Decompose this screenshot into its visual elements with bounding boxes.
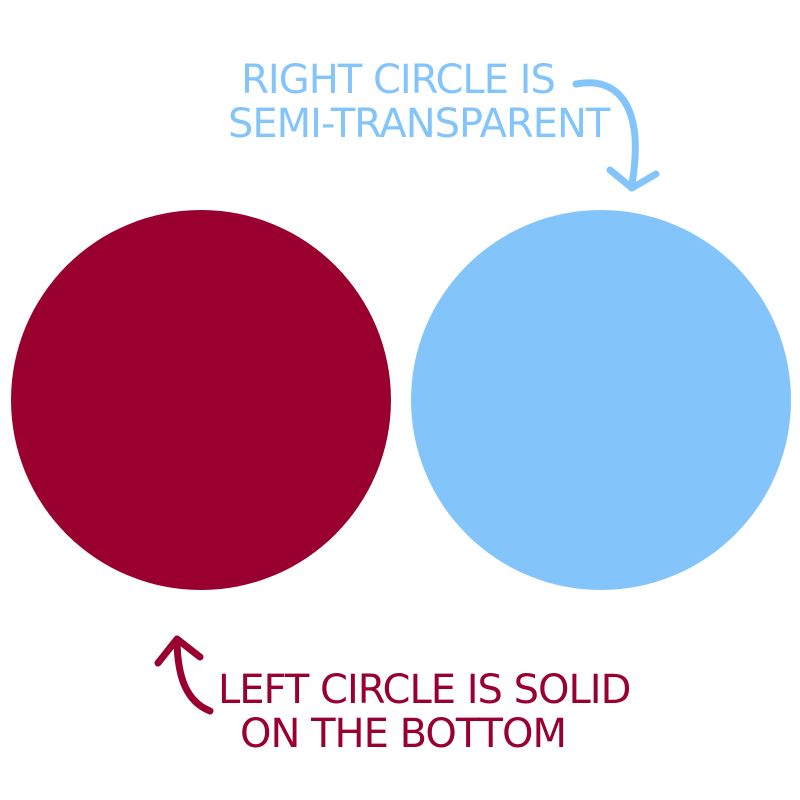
bottom-caption-line-1: LEFT CIRCLE IS SOLID — [218, 667, 631, 713]
curved-arrow-up-icon — [154, 635, 214, 715]
top-caption-line-2: SEMI-TRANSPARENT — [228, 101, 610, 147]
right-circle — [411, 210, 791, 590]
top-caption: RIGHT CIRCLE IS SEMI-TRANSPARENT — [228, 57, 610, 147]
bottom-caption: LEFT CIRCLE IS SOLID ON THE BOTTOM — [218, 667, 631, 757]
curved-arrow-down-icon — [572, 79, 660, 192]
bottom-caption-line-2: ON THE BOTTOM — [239, 711, 567, 757]
left-circle — [11, 210, 391, 590]
top-caption-line-1: RIGHT CIRCLE IS — [241, 57, 556, 103]
